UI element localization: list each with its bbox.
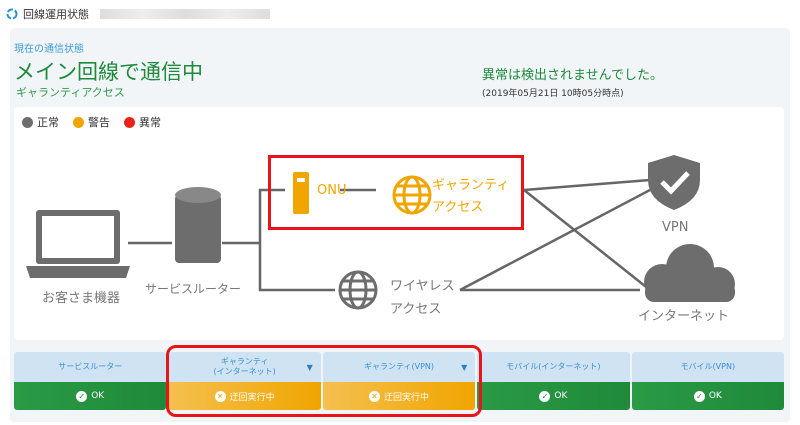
tab-status: OK [554,391,568,401]
timestamp: (2019年05月21日 10時05分時点) [482,89,624,99]
tab-guarantee-vpn[interactable]: ギャランティ(VPN) ▼ ✕ 迂回実行中 [322,352,476,410]
dropdown-icon[interactable]: ▼ [306,363,313,372]
tab-label: ギャランティ(VPN) [363,361,435,371]
router-icon [175,187,221,263]
check-icon: ✓ [693,390,705,402]
wireless-globe-icon [338,270,378,310]
tab-label: サービスルーター [58,361,123,371]
tab-service-router[interactable]: サービスルーター ✓OK [14,352,167,410]
tab-status: OK [708,391,722,401]
tab-label-2: (インターネット) [213,367,276,376]
customer-device-label: お客さま機器 [42,291,121,306]
highlight-box [268,155,524,230]
router-label: サービスルーター [145,282,242,296]
guarantee-label-2: アクセス [432,200,484,215]
wireless-label-2: アクセス [390,302,442,317]
tab-status: 迂回実行中 [384,392,430,403]
refresh-icon[interactable] [6,8,18,20]
tab-status: 迂回実行中 [229,392,275,403]
redacted-text [100,9,270,19]
tab-label: ギャランティ [220,356,269,366]
legend: 正常 警告 異常 [22,114,161,130]
check-icon: ✓ [76,390,88,402]
connection-lines [128,178,651,292]
guarantee-label-1: ギャランティ [432,178,510,193]
header: 回線運用状態 [6,6,270,22]
tab-mobile-vpn[interactable]: モバイル(VPN) ✓OK [631,352,785,410]
legend-warning: 警告 [73,114,110,130]
x-icon: ✕ [369,390,380,402]
onu-icon [293,172,309,214]
vpn-shield-icon [648,155,700,210]
header-title: 回線運用状態 [23,8,89,21]
tab-label: モバイル(インターネット) [506,361,601,371]
status-message: 異常は検出されませんでした。 [482,68,663,83]
onu-label: ONU [317,183,347,198]
tab-status: OK [91,391,105,401]
line-type: ギャランティアクセス [16,86,125,99]
vpn-label: VPN [662,220,689,235]
cloud-icon [644,244,735,302]
dropdown-icon[interactable]: ▼ [461,363,468,372]
tab-guarantee-internet[interactable]: ギャランティ(インターネット) ▼ ✕迂回実行中 [168,352,321,410]
check-icon: ✓ [539,390,551,402]
highlight-box-tabs [166,345,482,417]
status-tabs: サービスルーター✓OK ギャランティ(インターネット)▼✕迂回実行中 ギャランテ… [14,352,785,410]
section-label: 現在の通信状態 [14,44,84,55]
legend-error: 異常 [124,114,161,130]
legend-normal: 正常 [22,114,59,130]
internet-label: インターネット [638,309,730,324]
x-icon: ✕ [214,390,226,402]
laptop-icon [26,210,130,278]
globe-icon [392,175,432,215]
wireless-label-1: ワイヤレス [390,279,455,294]
tab-mobile-internet[interactable]: モバイル(インターネット) ✓OK [477,352,630,410]
page-title: メイン回線で通信中 [14,60,203,84]
tab-label: モバイル(VPN) [680,361,736,371]
